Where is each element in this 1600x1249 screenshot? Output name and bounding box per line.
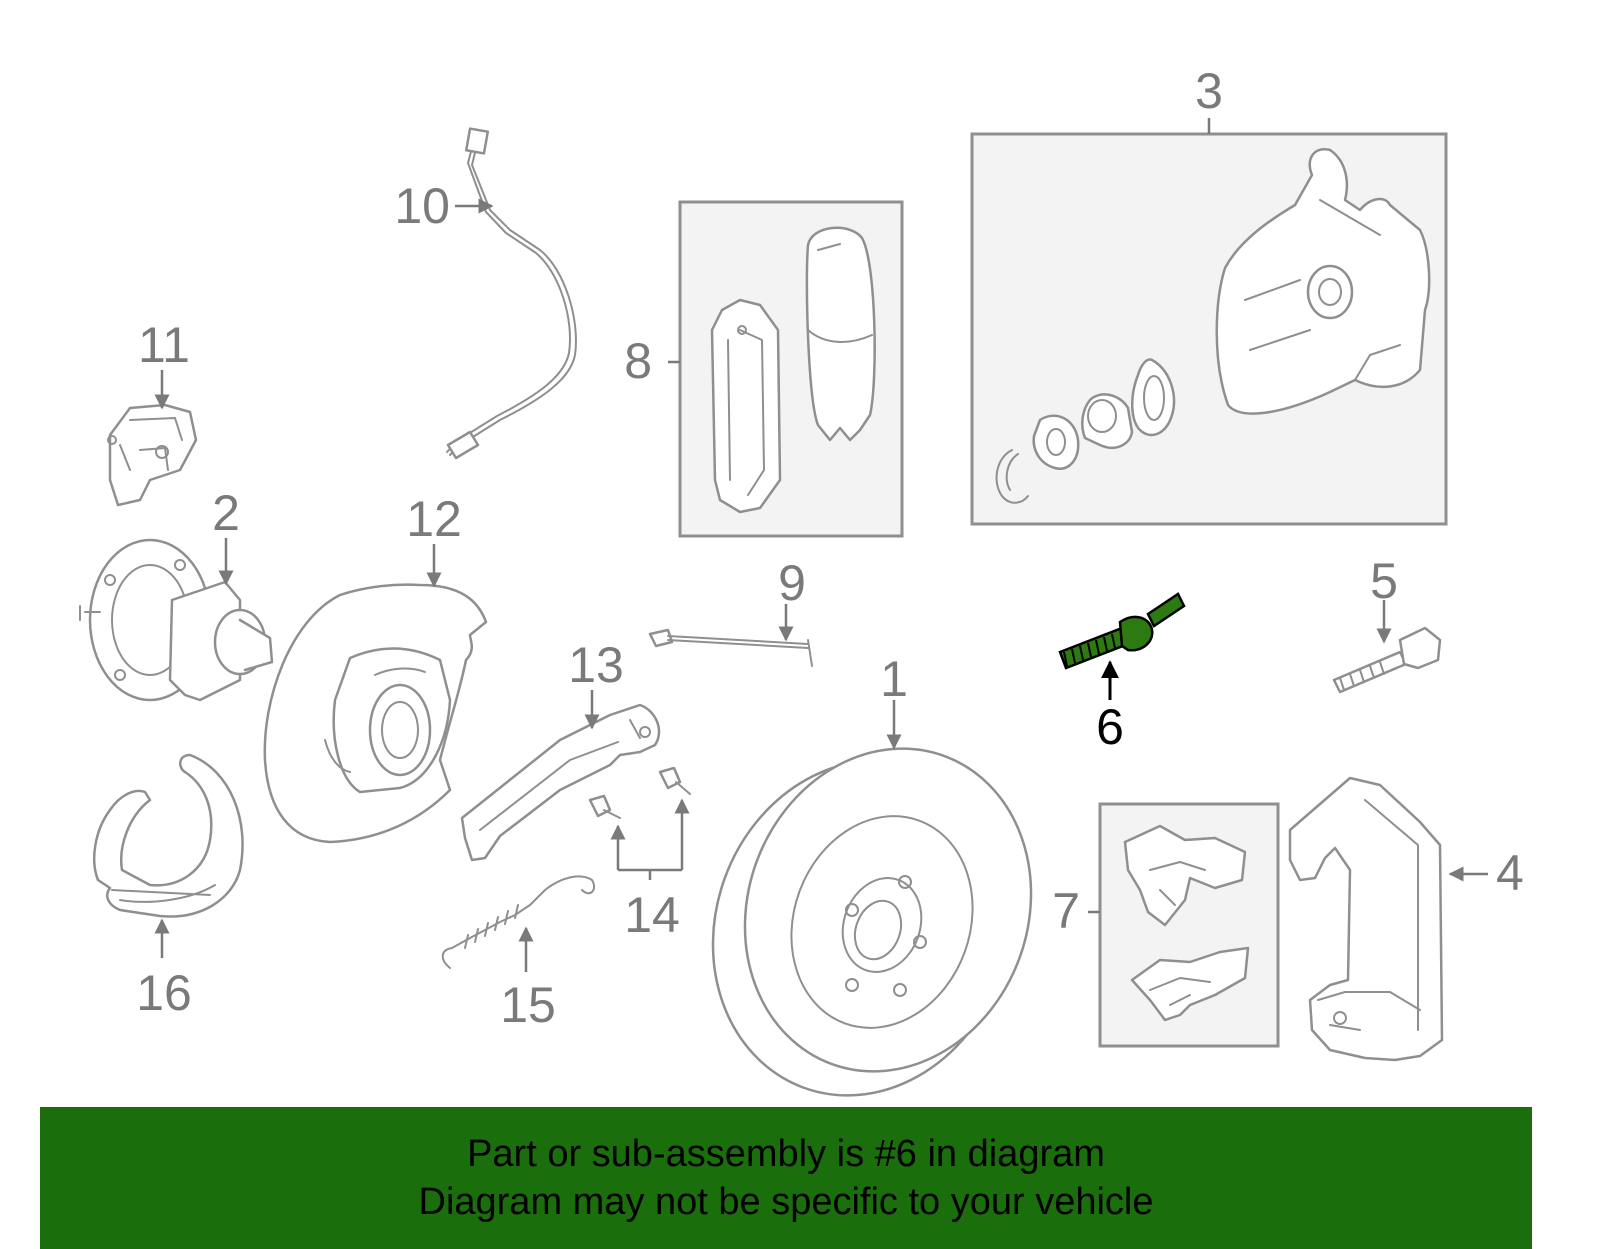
callout-5: 5: [1370, 553, 1398, 609]
callout-13: 13: [568, 637, 624, 693]
banner-line-1: Part or sub-assembly is #6 in diagram: [467, 1133, 1105, 1175]
callout-14: 14: [624, 887, 680, 943]
callout-10: 10: [394, 178, 450, 234]
part-4-caliper-bracket[interactable]: 4: [1288, 776, 1524, 1062]
callout-8: 8: [624, 333, 652, 389]
part-10-brake-hose[interactable]: 10: [394, 127, 577, 460]
part-16-brake-shoe[interactable]: 16: [92, 753, 244, 1021]
part-12-backing-plate[interactable]: 12: [263, 491, 488, 844]
callout-3: 3: [1195, 63, 1223, 119]
info-banner: Part or sub-assembly is #6 in diagram Di…: [40, 1107, 1532, 1249]
banner-line-2: Diagram may not be specific to your vehi…: [418, 1181, 1154, 1223]
callout-1: 1: [880, 651, 908, 707]
callout-15: 15: [500, 977, 556, 1033]
part-9-wire[interactable]: 9: [648, 555, 813, 667]
callout-16: 16: [136, 965, 192, 1021]
part-14-screws[interactable]: 14: [588, 766, 691, 943]
callout-2: 2: [212, 485, 240, 541]
part-15-spring[interactable]: 15: [441, 875, 596, 1033]
part-2-hub-bearing[interactable]: 2: [79, 485, 274, 702]
part-3-caliper-assembly[interactable]: 3: [970, 63, 1448, 526]
part-1-rotor[interactable]: 1: [667, 651, 1076, 1138]
callout-7: 7: [1052, 883, 1080, 939]
part-6-guide-pin-bolt[interactable]: 6: [1058, 592, 1186, 755]
callout-12: 12: [406, 491, 462, 547]
part-13-lever[interactable]: 13: [460, 637, 661, 862]
part-7-clips[interactable]: 7: [1052, 802, 1280, 1048]
part-8-brake-pads[interactable]: 8: [624, 200, 904, 538]
callout-11: 11: [138, 317, 190, 373]
callout-9: 9: [778, 555, 806, 611]
part-5-bolt[interactable]: 5: [1332, 553, 1442, 694]
callout-6: 6: [1096, 699, 1124, 755]
callout-4: 4: [1496, 845, 1524, 901]
part-11-bracket[interactable]: 11: [107, 317, 198, 507]
